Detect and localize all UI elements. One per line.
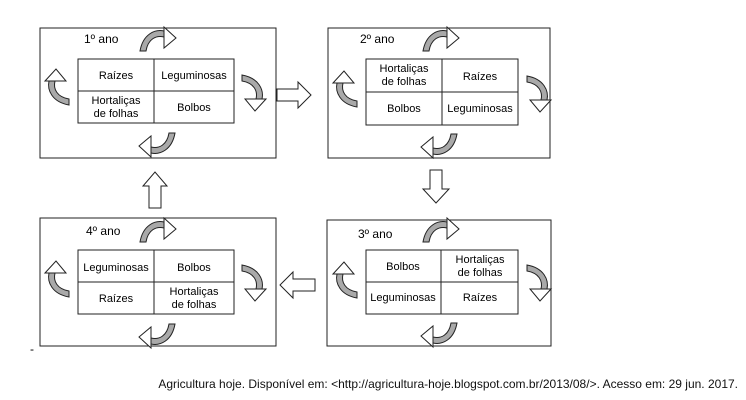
grid-cell: Leguminosas [370, 292, 436, 304]
grid-cell: Raízes [463, 71, 498, 83]
stray-mark: - [30, 342, 34, 356]
grid-cell: Bolbos [387, 103, 421, 115]
arrow-left-icon [279, 270, 316, 300]
grid-cell: Leguminosas [83, 262, 149, 274]
grid-cell: Leguminosas [447, 103, 513, 115]
arrow-up-icon [141, 171, 169, 209]
grid-cell: Raízes [99, 293, 134, 305]
panel-year-label: 1º ano [84, 32, 119, 46]
source-caption: Agricultura hoje. Disponível em: <http:/… [158, 377, 738, 391]
grid-cell: Raízes [463, 292, 498, 304]
grid-cell: Bolbos [177, 262, 211, 274]
panel-year-4: 4º ano Leguminosas Bolbos Raízes Hortali… [39, 217, 277, 349]
panel-year-label: 2º ano [360, 32, 395, 46]
panel-year-label: 4º ano [86, 224, 121, 238]
grid-cell: Raízes [99, 70, 134, 82]
grid-cell: Bolbos [386, 261, 420, 273]
grid-cell: Bolbos [177, 102, 211, 114]
arrow-right-icon [276, 80, 312, 110]
grid-cell: Leguminosas [161, 70, 227, 82]
arrow-down-icon [421, 169, 451, 204]
panel-year-label: 3º ano [358, 227, 393, 241]
